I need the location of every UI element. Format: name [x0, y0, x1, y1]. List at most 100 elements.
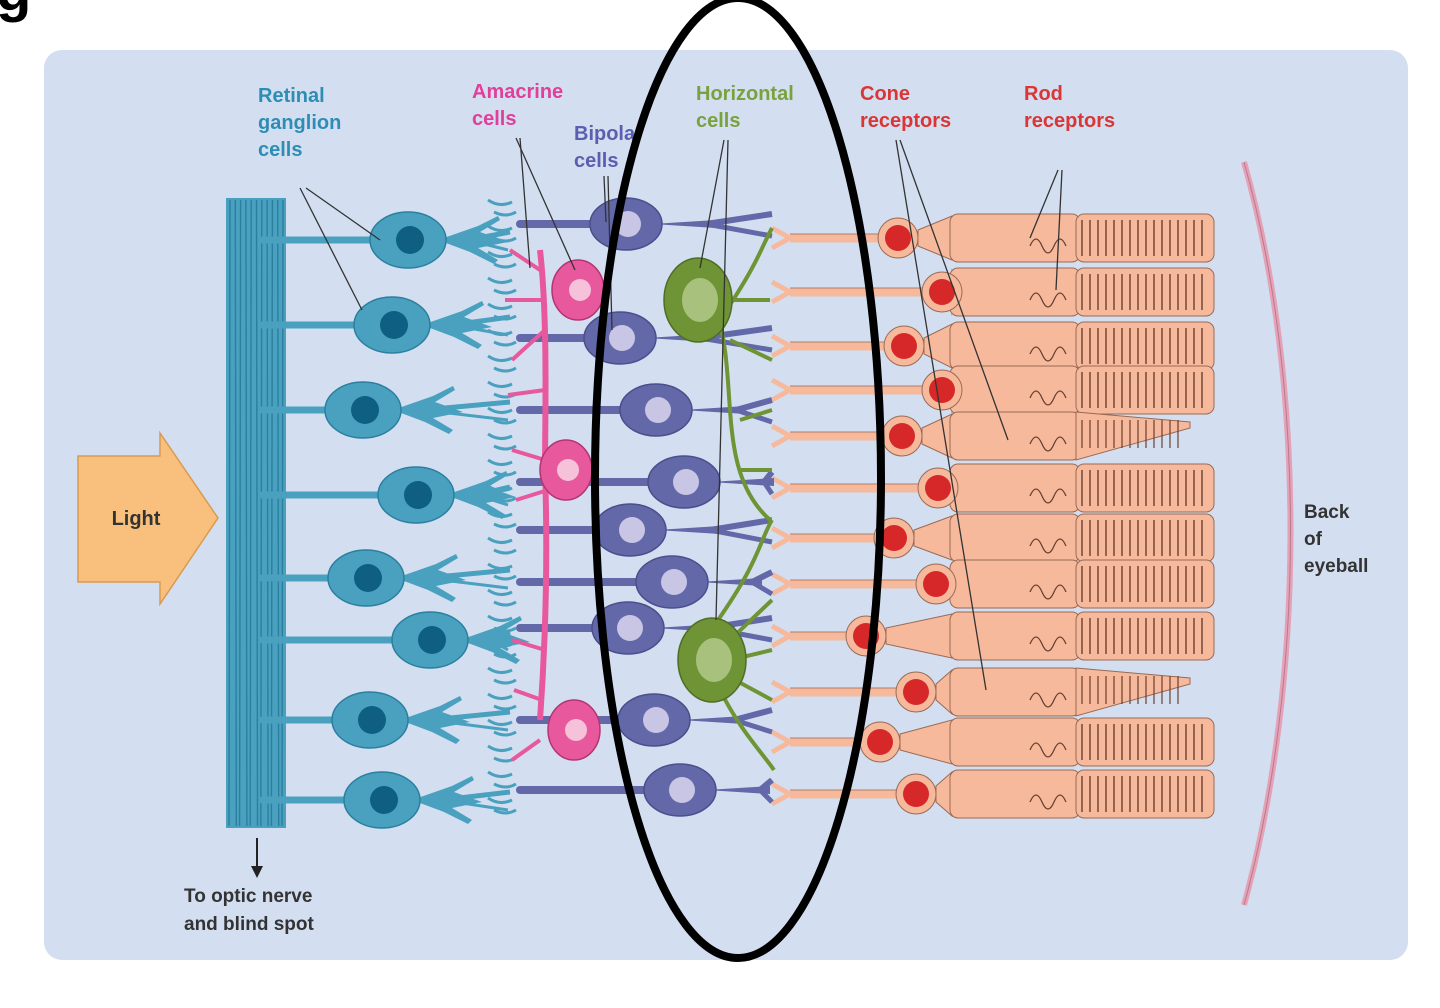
- receptor-body: [949, 717, 1081, 767]
- light-arrow-shape: [77, 430, 219, 607]
- ganglion-nucleus: [396, 226, 424, 254]
- receptor-nucleus: [891, 333, 917, 359]
- highlight-ellipse: [591, 0, 885, 962]
- leader-horizontal-1: [699, 139, 725, 269]
- leader-lines: [299, 137, 1063, 691]
- ganglion-dendrite-tangle: [487, 692, 517, 711]
- nerve-fiber-strand: [266, 199, 269, 827]
- leader-rod-2: [1055, 169, 1063, 291]
- ganglion-dendrite-branch: [441, 789, 511, 803]
- ganglion-cell: [258, 296, 511, 354]
- optic-nerve-arrow: [251, 838, 263, 878]
- receptor-squiggle: [1029, 390, 1067, 406]
- photoreceptor-cell: [770, 717, 1215, 767]
- receptor-squiggle: [1029, 238, 1067, 254]
- leader-bipolar-1: [603, 175, 607, 223]
- photoreceptor-cell: [770, 321, 1215, 371]
- outer-segment-discs: [1081, 420, 1179, 448]
- amacrine-nucleus: [565, 719, 587, 741]
- ganglion-label-line-3: cells: [258, 139, 302, 161]
- bipolar-dendrite-branch: [733, 707, 773, 723]
- ganglion-dendrite-tangle: [487, 536, 517, 555]
- ganglion-dendrite-tangle: [487, 588, 517, 607]
- optic-label-line-2: and blind spot: [184, 914, 314, 935]
- bipolar-dendrite: [706, 786, 770, 794]
- receptor-body: [949, 513, 1081, 563]
- bipolar-nucleus: [669, 777, 695, 803]
- photoreceptor-cell: [770, 559, 1215, 609]
- receptor-squiggle: [1029, 436, 1067, 452]
- receptor-body: [949, 611, 1081, 661]
- ganglion-dendrite-tangle: [487, 718, 517, 737]
- receptor-body: [949, 321, 1081, 371]
- receptor-squiggle: [1029, 742, 1067, 758]
- nerve-fiber-strand: [249, 199, 252, 827]
- outer-segment-discs: [1081, 220, 1203, 256]
- receptor-terminal: [770, 525, 792, 551]
- bipolar-nucleus: [661, 569, 687, 595]
- receptor-nucleus: [903, 679, 929, 705]
- horizontal-label-line-2: cells: [696, 110, 740, 132]
- ganglion-dendrite-tangle: [487, 458, 517, 477]
- back-of-eyeball-label: Back of eyeball: [1304, 502, 1368, 577]
- optic-label-line-1: To optic nerve: [184, 886, 312, 907]
- nerve-fiber-strand: [228, 199, 231, 827]
- ganglion-cell: [258, 691, 511, 749]
- ganglion-nucleus: [351, 396, 379, 424]
- ganglion-label-line-2: ganglion: [258, 112, 341, 134]
- receptor-body: [949, 267, 1081, 317]
- nerve-fiber-strand: [260, 199, 263, 827]
- bipolar-dendrite-branch: [735, 397, 773, 413]
- horizontal-cell: [677, 617, 747, 703]
- ganglion-cell: [258, 381, 511, 439]
- leader-cone-2: [899, 139, 1009, 441]
- receptor-body: [949, 463, 1081, 513]
- light-arrow: Light: [77, 430, 219, 607]
- leader-amacrine-2: [519, 137, 531, 269]
- bipolar-cell: [516, 503, 773, 557]
- receptor-outer-segment: [1075, 463, 1215, 513]
- bipolar-dendrite-branch: [705, 221, 773, 239]
- ganglion-nucleus: [358, 706, 386, 734]
- ganglion-dendrite-tangle: [487, 484, 517, 503]
- ganglion-dendrite-tangle: [487, 770, 517, 789]
- ganglion-dendrite-branch: [441, 798, 509, 812]
- horizontal-cell: [663, 257, 733, 343]
- ganglion-cell: [258, 611, 530, 669]
- receptor-nucleus: [885, 225, 911, 251]
- amacrine-cell: [539, 439, 593, 501]
- receptor-body: [949, 769, 1081, 819]
- ganglion-dendrite-tangle: [487, 614, 517, 633]
- figure-letter: g: [0, 0, 31, 23]
- bipolar-dendrite-branch: [750, 569, 774, 585]
- bipolar-dendrite: [680, 716, 744, 724]
- ganglion-cell: [258, 211, 511, 269]
- receptor-squiggle: [1029, 292, 1067, 308]
- receptor-nucleus: [867, 729, 893, 755]
- back-label-line-1: Back: [1304, 502, 1350, 523]
- ganglion-cell: [258, 771, 511, 829]
- nerve-fiber-strand: [245, 199, 248, 827]
- bipolar-label-line-1: Bipolar: [574, 123, 643, 145]
- amacrine-branches: [505, 248, 549, 762]
- outer-segment-discs: [1081, 676, 1179, 704]
- receptor-squiggle: [1029, 794, 1067, 810]
- ganglion-nucleus: [418, 626, 446, 654]
- amacrine-label: Amacrine cells: [472, 81, 569, 130]
- receptor-body: [949, 559, 1081, 609]
- horizontal-label-line-1: Horizontal: [696, 83, 794, 105]
- ganglion-dendrite-branch: [467, 238, 509, 252]
- receptor-terminal: [770, 279, 792, 305]
- amacrine-layer: [505, 248, 605, 762]
- receptor-squiggle: [1029, 692, 1067, 708]
- receptor-body: [949, 365, 1081, 415]
- receptor-outer-segment: [1075, 559, 1215, 609]
- receptor-body: [949, 667, 1081, 717]
- outer-segment-discs: [1081, 372, 1203, 408]
- receptor-terminal: [770, 781, 792, 807]
- receptor-terminal: [770, 333, 792, 359]
- receptor-body: [949, 411, 1081, 461]
- receptor-nucleus: [903, 781, 929, 807]
- ganglion-dendrite-branch: [425, 576, 509, 590]
- horizontal-processes: [714, 227, 774, 522]
